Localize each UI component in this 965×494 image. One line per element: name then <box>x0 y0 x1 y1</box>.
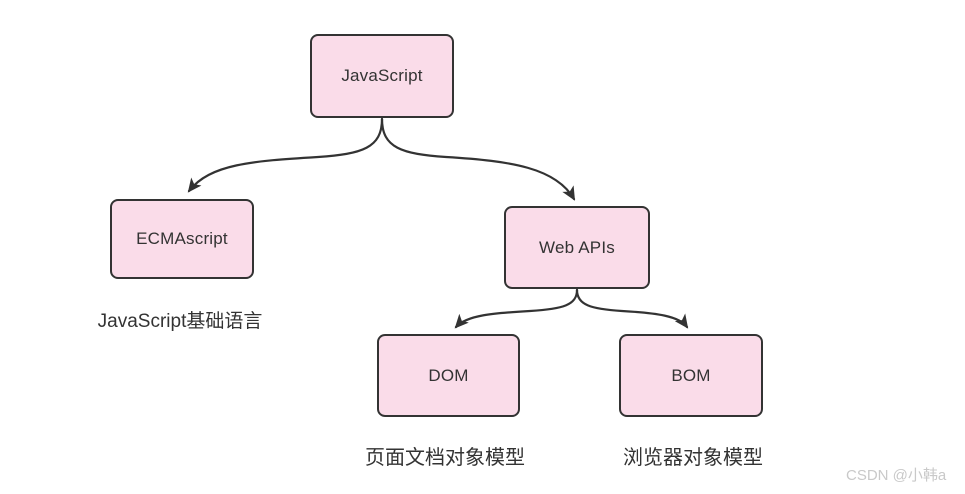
watermark: CSDN @小韩a <box>846 467 947 484</box>
node-dom: DOM <box>377 334 520 417</box>
node-bom: BOM <box>619 334 763 417</box>
edge-javascript-ecmascript <box>187 117 384 193</box>
edge-webapis-dom <box>454 288 579 329</box>
edge-javascript-webapis <box>380 117 576 201</box>
node-webapis-label: Web APIs <box>539 237 615 257</box>
node-javascript: JavaScript <box>310 34 454 118</box>
edge-webapis-bom <box>575 288 689 329</box>
caption-bom: 浏览器对象模型 <box>623 447 763 469</box>
node-ecmascript-label: ECMAscript <box>136 229 228 248</box>
node-ecmascript: ECMAscript <box>110 199 254 279</box>
node-bom-label: BOM <box>671 365 711 385</box>
node-javascript-label: JavaScript <box>341 66 423 85</box>
node-webapis: Web APIs <box>504 206 650 289</box>
caption-dom: 页面文档对象模型 <box>365 447 525 469</box>
node-dom-label: DOM <box>428 365 469 385</box>
caption-ecmascript: JavaScript基础语言 <box>97 311 263 332</box>
